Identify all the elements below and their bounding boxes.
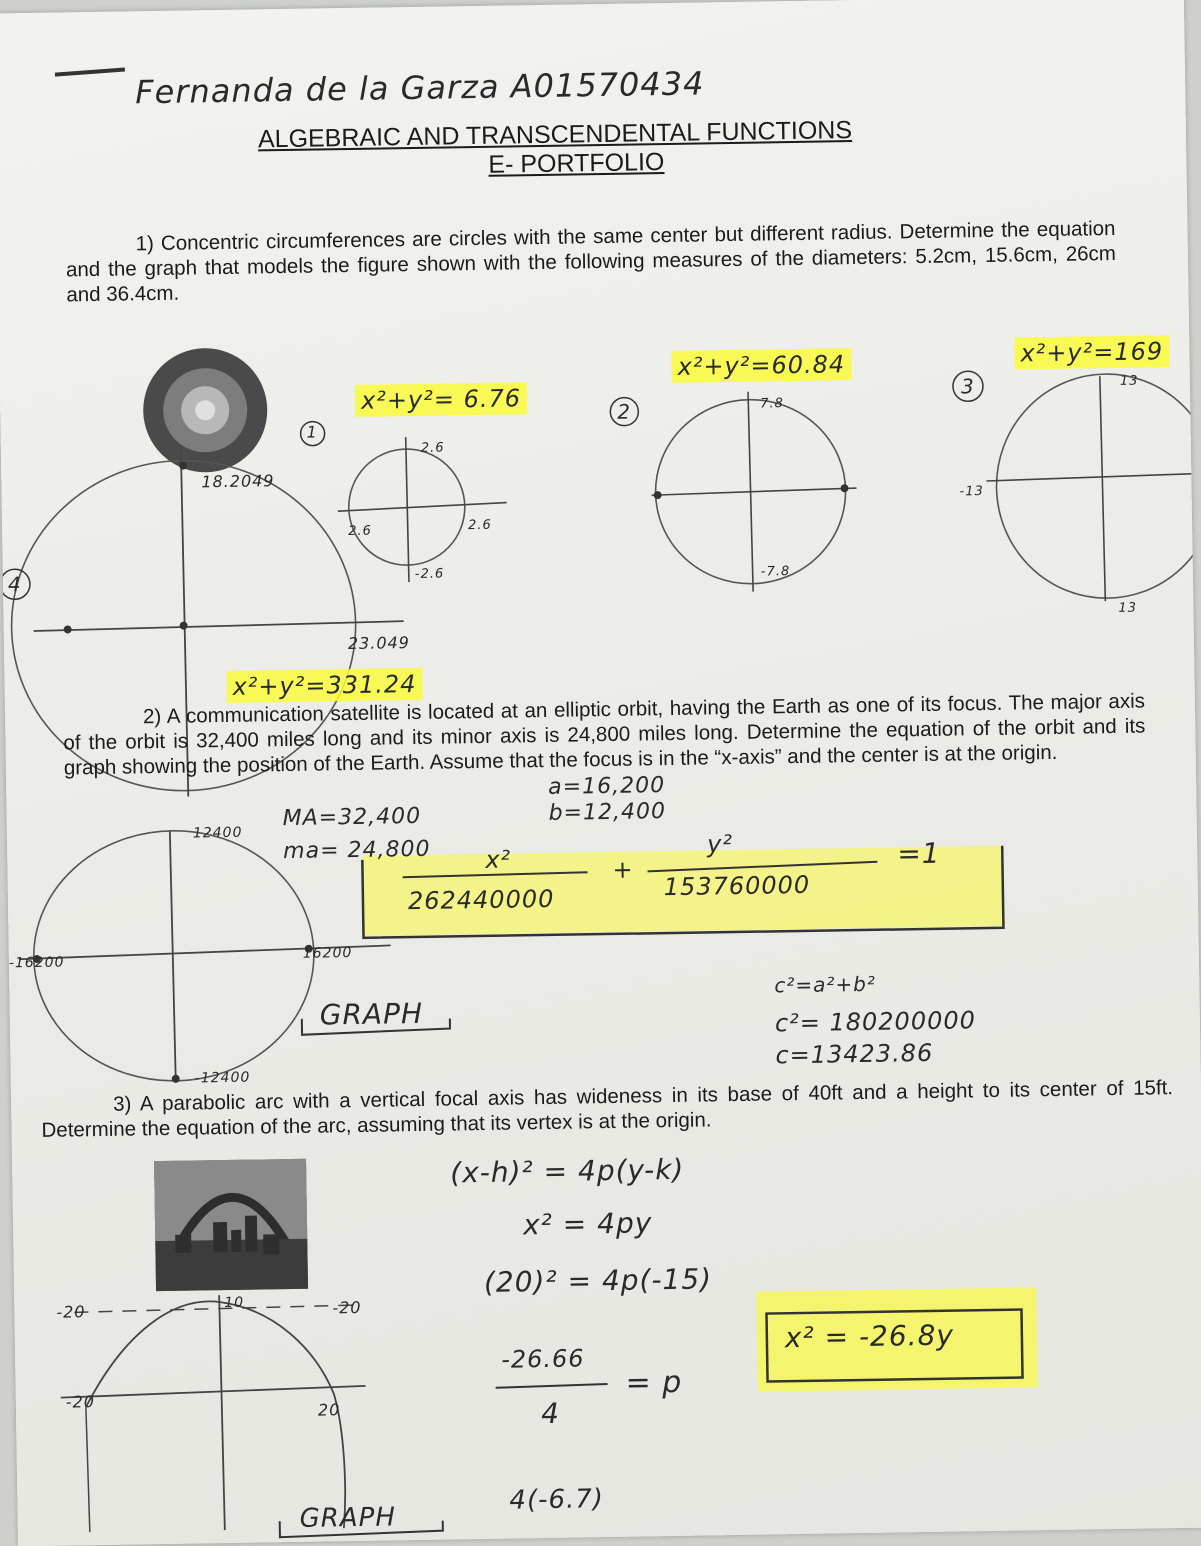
p-equals: = p [625,1364,683,1401]
parabola-left-label: -20 [65,1392,96,1412]
vertex-form-step: (x-h)² = 4p(y-k) [449,1152,685,1190]
parabola-vertex-label: 10 [224,1294,245,1312]
substitution-step: (20)² = 4p(-15) [483,1262,713,1299]
question-3-graph-label: GRAPH [299,1502,397,1534]
parabola-answer: x² = -26.8y [784,1318,955,1355]
p-denominator: 4 [540,1396,561,1431]
simplified-form-step: x² = 4py [522,1206,653,1242]
parabola-top-right-label: -20 [332,1297,362,1318]
p-numerator: -26.66 [500,1344,585,1374]
parabola-top-left-label: -20 [56,1302,86,1322]
parabola-right-label: 20 [317,1400,341,1420]
four-p-step: 4(-6.7) [509,1484,605,1516]
